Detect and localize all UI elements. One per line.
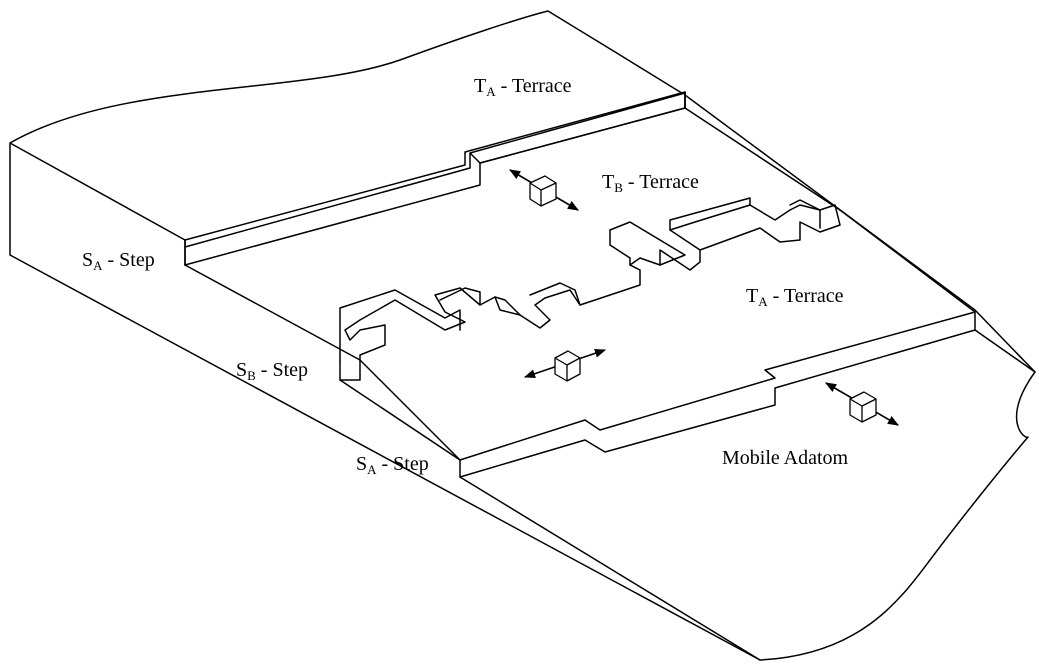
label-step-a-upper: SA - Step (82, 250, 155, 272)
adatom-cube-top (510, 170, 578, 210)
crystal-outline (10, 11, 1035, 660)
label-step-b: SB - Step (236, 360, 308, 382)
step-a-lower-edge (460, 312, 975, 477)
label-terrace-a-right: TA - Terrace (746, 286, 844, 308)
label-step-a-lower: SA - Step (356, 454, 429, 476)
step-a-upper-face (185, 93, 685, 247)
label-terrace-b: TB - Terrace (602, 172, 699, 194)
adatom-cube-middle (525, 350, 605, 381)
adatom-cube-right (826, 383, 898, 425)
label-terrace-a-top: TA - Terrace (474, 76, 572, 98)
label-mobile-adatom: Mobile Adatom (722, 448, 848, 468)
side-upper (185, 265, 360, 360)
